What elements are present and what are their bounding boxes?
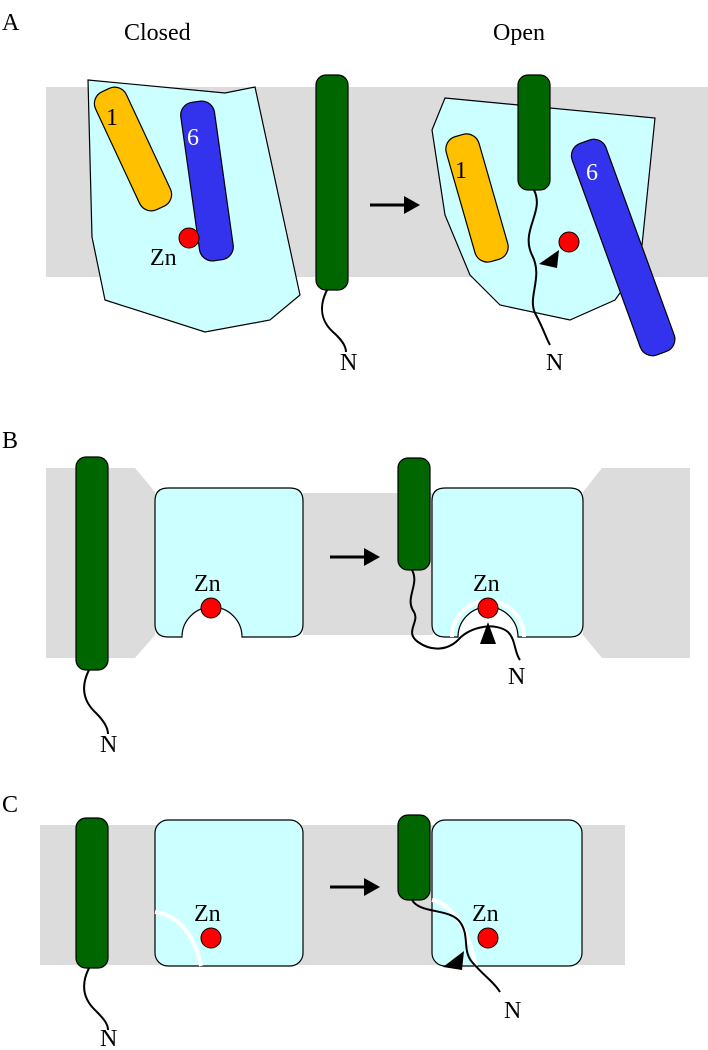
panel-c-label: C [2,792,18,818]
zinc-ion-open-a [558,231,580,253]
zinc-ion-closed-b [200,597,222,619]
zinc-ion-open-b [477,597,499,619]
substrate-tm-helix-b-open [397,457,431,571]
arrow-b [330,548,380,566]
panel-b-label: B [2,428,18,454]
cleavage-arrowhead-b [480,622,496,644]
substrate-n-tail-a [321,289,347,353]
tm-n-label-b: N [100,732,117,758]
substrate-tm-helix-c-open [397,814,431,901]
panel-a-label: A [2,10,20,36]
panel-a: A Closed Open 1 6 Zn N 1 6 N [2,10,708,376]
arrow-c [330,878,380,896]
helix-6-label-open: 6 [586,160,598,186]
zinc-ion-closed-c [200,927,222,949]
substrate-n-tail-b [83,669,109,735]
zinc-label-closed-c: Zn [194,901,221,927]
helix-6-open [570,138,676,357]
membrane-band-b-right [583,468,690,658]
substrate-tm-helix-a [315,74,349,291]
cleavage-arrowhead-c [443,951,464,970]
open-n-label-a: N [546,350,563,376]
substrate-chain-open-b [409,569,521,661]
arrow-a [370,196,420,214]
open-n-label-c: N [504,998,521,1024]
helix-1-label-closed: 1 [106,105,118,131]
tm-n-label-c: N [100,1026,117,1050]
protease-domain-closed-c [154,819,304,967]
state-closed-label: Closed [124,20,191,46]
panel-b: B N Zn Zn N [2,428,690,758]
helix-1-open [445,133,509,263]
substrate-n-tail-c [83,967,109,1031]
zinc-ion-open-c [477,927,499,949]
substrate-tm-helix-c [75,817,109,969]
zinc-label-open-c: Zn [472,901,499,927]
zinc-label-closed-b: Zn [194,571,221,597]
open-n-label-b: N [508,664,525,690]
substrate-chain-open-a [527,189,551,346]
substrate-tm-helix-a-open [517,74,551,191]
helix-1-label-open: 1 [455,158,467,184]
zinc-label-open-b: Zn [473,571,500,597]
zinc-ion-closed [178,227,200,249]
zinc-label-closed: Zn [150,245,177,271]
panel-c: C N Zn Zn N [2,792,625,1050]
cleavage-arrowhead-a [539,250,559,268]
substrate-chain-open-c [411,899,501,993]
state-open-label: Open [493,20,545,46]
helix-6-label-closed: 6 [187,125,199,151]
helix-1-closed [93,86,173,212]
protease-domain-closed-b [154,487,304,638]
gate-outline-closed-c [154,910,203,967]
substrate-tm-helix-b [75,456,109,671]
protease-domain-open-b [431,487,584,638]
tm-n-label-a: N [340,350,357,376]
protease-domain-open-c [431,819,583,967]
helix-6-closed [180,100,234,262]
